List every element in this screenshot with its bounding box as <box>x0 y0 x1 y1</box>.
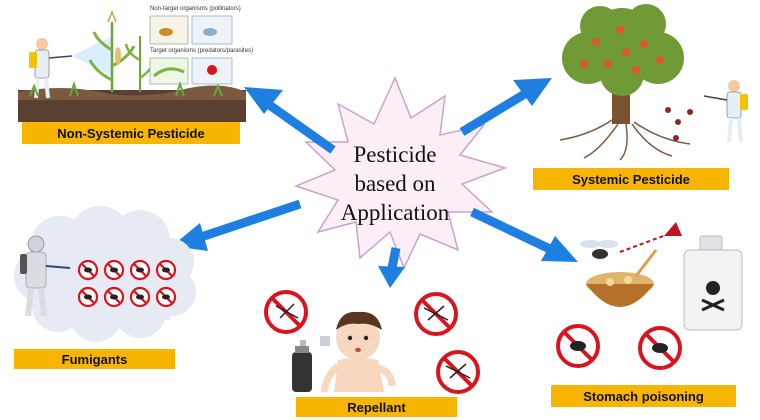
dotted-arrow <box>619 231 675 253</box>
label-fumigants: Fumigants <box>14 349 175 369</box>
corn-plant <box>88 9 136 92</box>
spraying-farmer <box>29 36 112 99</box>
spraying-farmer-right <box>703 80 748 143</box>
banned-mosquito-3 <box>436 350 480 394</box>
fruits <box>580 26 664 74</box>
label-non-systemic-pesticide: Non-Systemic Pesticide <box>22 122 240 144</box>
label-repellant: Repellant <box>296 397 457 417</box>
arrow-to-systemic <box>459 78 552 136</box>
tree-roots <box>559 119 691 161</box>
central-title-line-3: Application <box>340 200 450 225</box>
fly-on-bowl <box>580 240 618 259</box>
crop-row-sprouts <box>29 80 223 97</box>
central-title: Pesticide based on Application <box>300 140 490 227</box>
fallen-fruits <box>665 107 693 141</box>
central-title-line-2: based on <box>354 171 436 196</box>
banned-pest-icons <box>77 259 177 308</box>
stomach-poisoning-illustration <box>556 222 743 370</box>
banned-mosquito-2 <box>414 292 458 336</box>
repellant-illustration <box>264 290 480 394</box>
arrow-to-non-systemic <box>244 87 336 154</box>
hazmat-worker <box>20 235 71 317</box>
arrow-to-fumigants <box>172 199 302 251</box>
banned-insect-2 <box>638 326 682 370</box>
banned-insect-1 <box>556 324 600 368</box>
inset-target-caption: Target organisms (predators/parasites) <box>150 48 254 54</box>
child-figure <box>320 311 396 393</box>
fumigants-illustration <box>14 206 196 342</box>
arrow-to-repellant <box>378 247 405 288</box>
spray-can <box>292 336 330 392</box>
inset-non-target-caption: Non-target organisms (pollinators) <box>150 6 241 12</box>
label-stomach-poisoning: Stomach poisoning <box>551 385 736 407</box>
systemic-illustration <box>559 4 748 161</box>
central-title-line-1: Pesticide <box>353 142 437 167</box>
organism-inset <box>149 15 233 85</box>
arrow-to-stomach <box>470 207 578 262</box>
banned-mosquito-1 <box>264 290 308 334</box>
poison-bottle <box>683 235 743 331</box>
label-systemic-pesticide: Systemic Pesticide <box>533 168 729 190</box>
food-bowl <box>586 249 658 307</box>
non-systemic-illustration <box>18 9 246 122</box>
